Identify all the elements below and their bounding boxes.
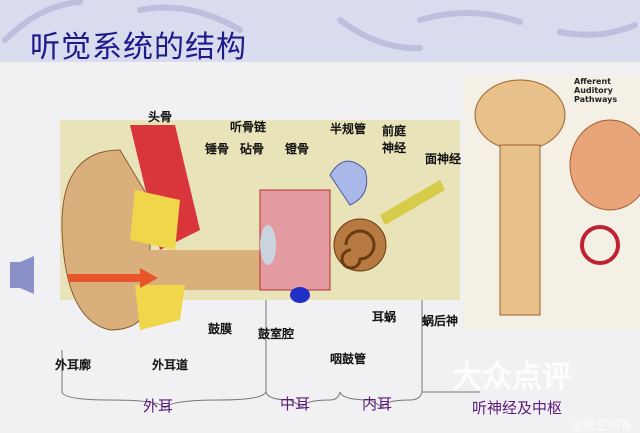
- section-inner-ear: 内耳: [362, 395, 393, 413]
- header-band: [0, 0, 640, 62]
- watermark-secondary: @悟空问答: [572, 418, 633, 432]
- section-middle-ear: 中耳: [280, 395, 311, 413]
- label-pinna: 外耳廓: [55, 358, 92, 372]
- page-title: 听觉系统的结构: [30, 30, 247, 65]
- inset-title: Afferent Auditory Pathways: [574, 77, 618, 104]
- label-cochlea: 耳蜗: [372, 310, 397, 324]
- facial-nerve: [380, 180, 445, 225]
- label-stapes: 镫骨: [285, 142, 310, 156]
- label-skull: 头骨: [148, 110, 173, 124]
- label-canals: 半规管: [330, 122, 367, 136]
- label-ossicles: 听骨链: [230, 120, 267, 134]
- semicircular-canals: [329, 160, 368, 206]
- eardrum: [260, 225, 276, 265]
- label-eustachian-tube: 咽鼓管: [330, 352, 367, 366]
- label-facial-nerve: 面神经: [425, 152, 462, 166]
- label-ear-canal: 外耳道: [152, 358, 189, 372]
- label-eardrum: 鼓膜: [208, 322, 233, 336]
- cartilage: [130, 190, 185, 330]
- label-tympanic-cavity: 鼓室腔: [258, 327, 295, 341]
- label-malleus: 锤骨: [205, 142, 230, 156]
- speaker-icon: [10, 262, 20, 288]
- eustachian-opening: [290, 287, 310, 303]
- section-central: 听神经及中枢: [472, 399, 563, 417]
- skull-bone: [130, 125, 200, 250]
- decor-swirls: [2, 0, 638, 52]
- watermark: 大众点评: [452, 360, 572, 395]
- section-braces: [61, 300, 480, 410]
- arrow-icon: [68, 268, 158, 288]
- label-retrocochlear-nerve: 蜗后神: [422, 314, 459, 328]
- cochlea: [333, 218, 387, 272]
- ear-canal: [90, 250, 280, 290]
- section-outer-ear: 外耳: [143, 397, 174, 415]
- label-vestibular-nerve: 前庭 神经: [382, 124, 407, 155]
- label-incus: 砧骨: [240, 142, 265, 156]
